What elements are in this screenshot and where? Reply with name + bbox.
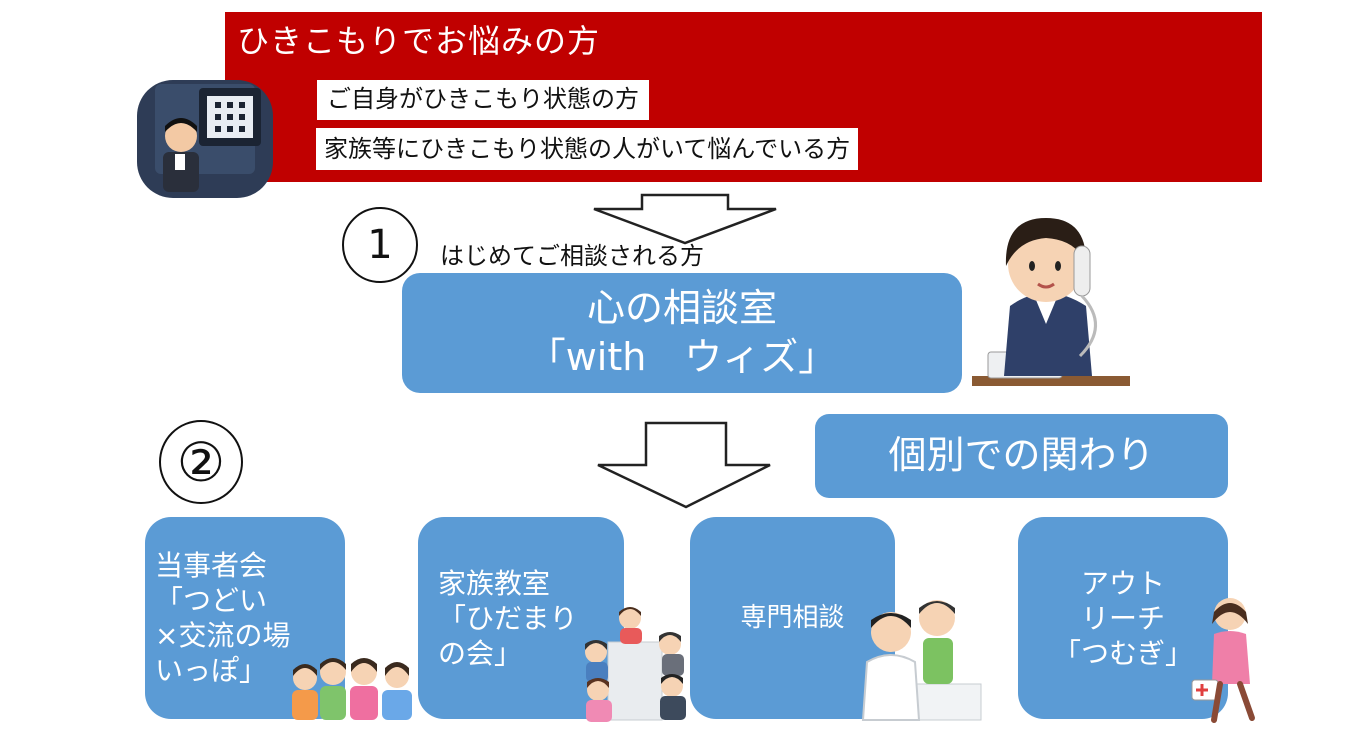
program-line: リーチ	[1080, 601, 1165, 635]
children-group-icon	[292, 658, 412, 720]
program-line: 「ひだまり	[438, 601, 578, 635]
phone-booth-person-icon	[137, 80, 273, 198]
program-line: 専門相談	[740, 602, 845, 633]
program-line: 当事者会	[155, 549, 268, 582]
main-consultation-box: 心の相談室 「with ウィズ」	[402, 273, 962, 393]
header-title: ひきこもりでお悩みの方	[237, 22, 601, 60]
program-specialist-consult: 専門相談	[690, 517, 895, 719]
visiting-nurse-icon	[1191, 598, 1255, 723]
program-line: の会」	[438, 636, 523, 670]
step-number-2: ②	[159, 420, 243, 504]
main-box-line1: 心の相談室	[586, 285, 777, 330]
down-arrow-icon	[593, 193, 777, 245]
program-line: 家族教室	[438, 566, 551, 600]
individual-support-label: 個別での関わり	[888, 433, 1155, 478]
receptionist-phone-icon	[972, 218, 1130, 386]
counselor-consultation-icon	[861, 600, 982, 721]
program-line: ×交流の場	[155, 619, 291, 652]
program-line: 「つむぎ」	[1052, 636, 1193, 670]
individual-support-box: 個別での関わり	[815, 414, 1228, 498]
program-family-class: 家族教室 「ひだまり の会」	[418, 517, 624, 719]
family-meeting-icon	[585, 607, 686, 722]
down-arrow-icon	[597, 421, 771, 509]
target-family: 家族等にひきこもり状態の人がいて悩んでいる方	[316, 128, 859, 170]
program-line: アウト	[1080, 566, 1165, 600]
program-line: いっぽ」	[155, 654, 268, 687]
program-line: 「つどい	[155, 584, 268, 617]
step-number-1: 1	[342, 207, 418, 283]
first-consult-label: はじめてご相談される方	[440, 242, 704, 270]
target-self: ご自身がひきこもり状態の方	[317, 80, 649, 120]
main-box-line2: 「with ウィズ」	[527, 335, 837, 379]
